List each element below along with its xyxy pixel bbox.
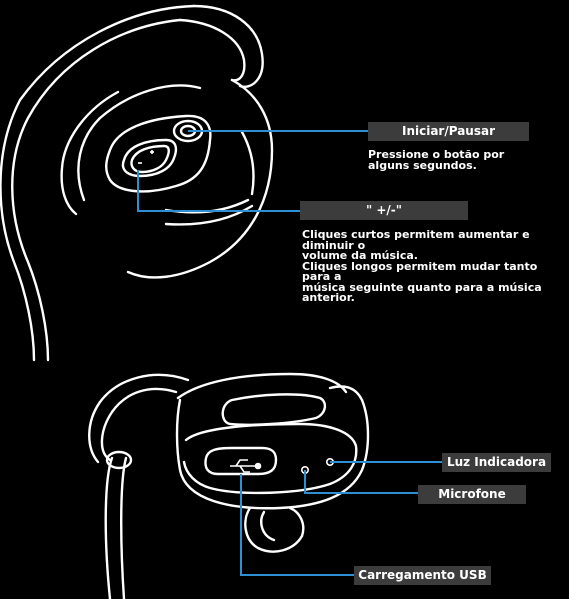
leader-usb [241, 474, 354, 575]
volume-description: Cliques curtos permitem aumentar e dimin… [302, 230, 568, 304]
indicator-light-label: Luz Indicadora [442, 453, 551, 472]
earphone-top-outline [0, 6, 272, 360]
microphone-label: Microfone [418, 485, 526, 504]
volume-label: " +/-" [300, 201, 468, 220]
play-pause-description: Pressione o botão por alguns segundos. [368, 150, 558, 171]
play-pause-label: Iniciar/Pausar [368, 122, 529, 141]
usb-charging-label: Carregamento USB [354, 566, 491, 585]
earphone-bottom-outline [89, 374, 368, 599]
